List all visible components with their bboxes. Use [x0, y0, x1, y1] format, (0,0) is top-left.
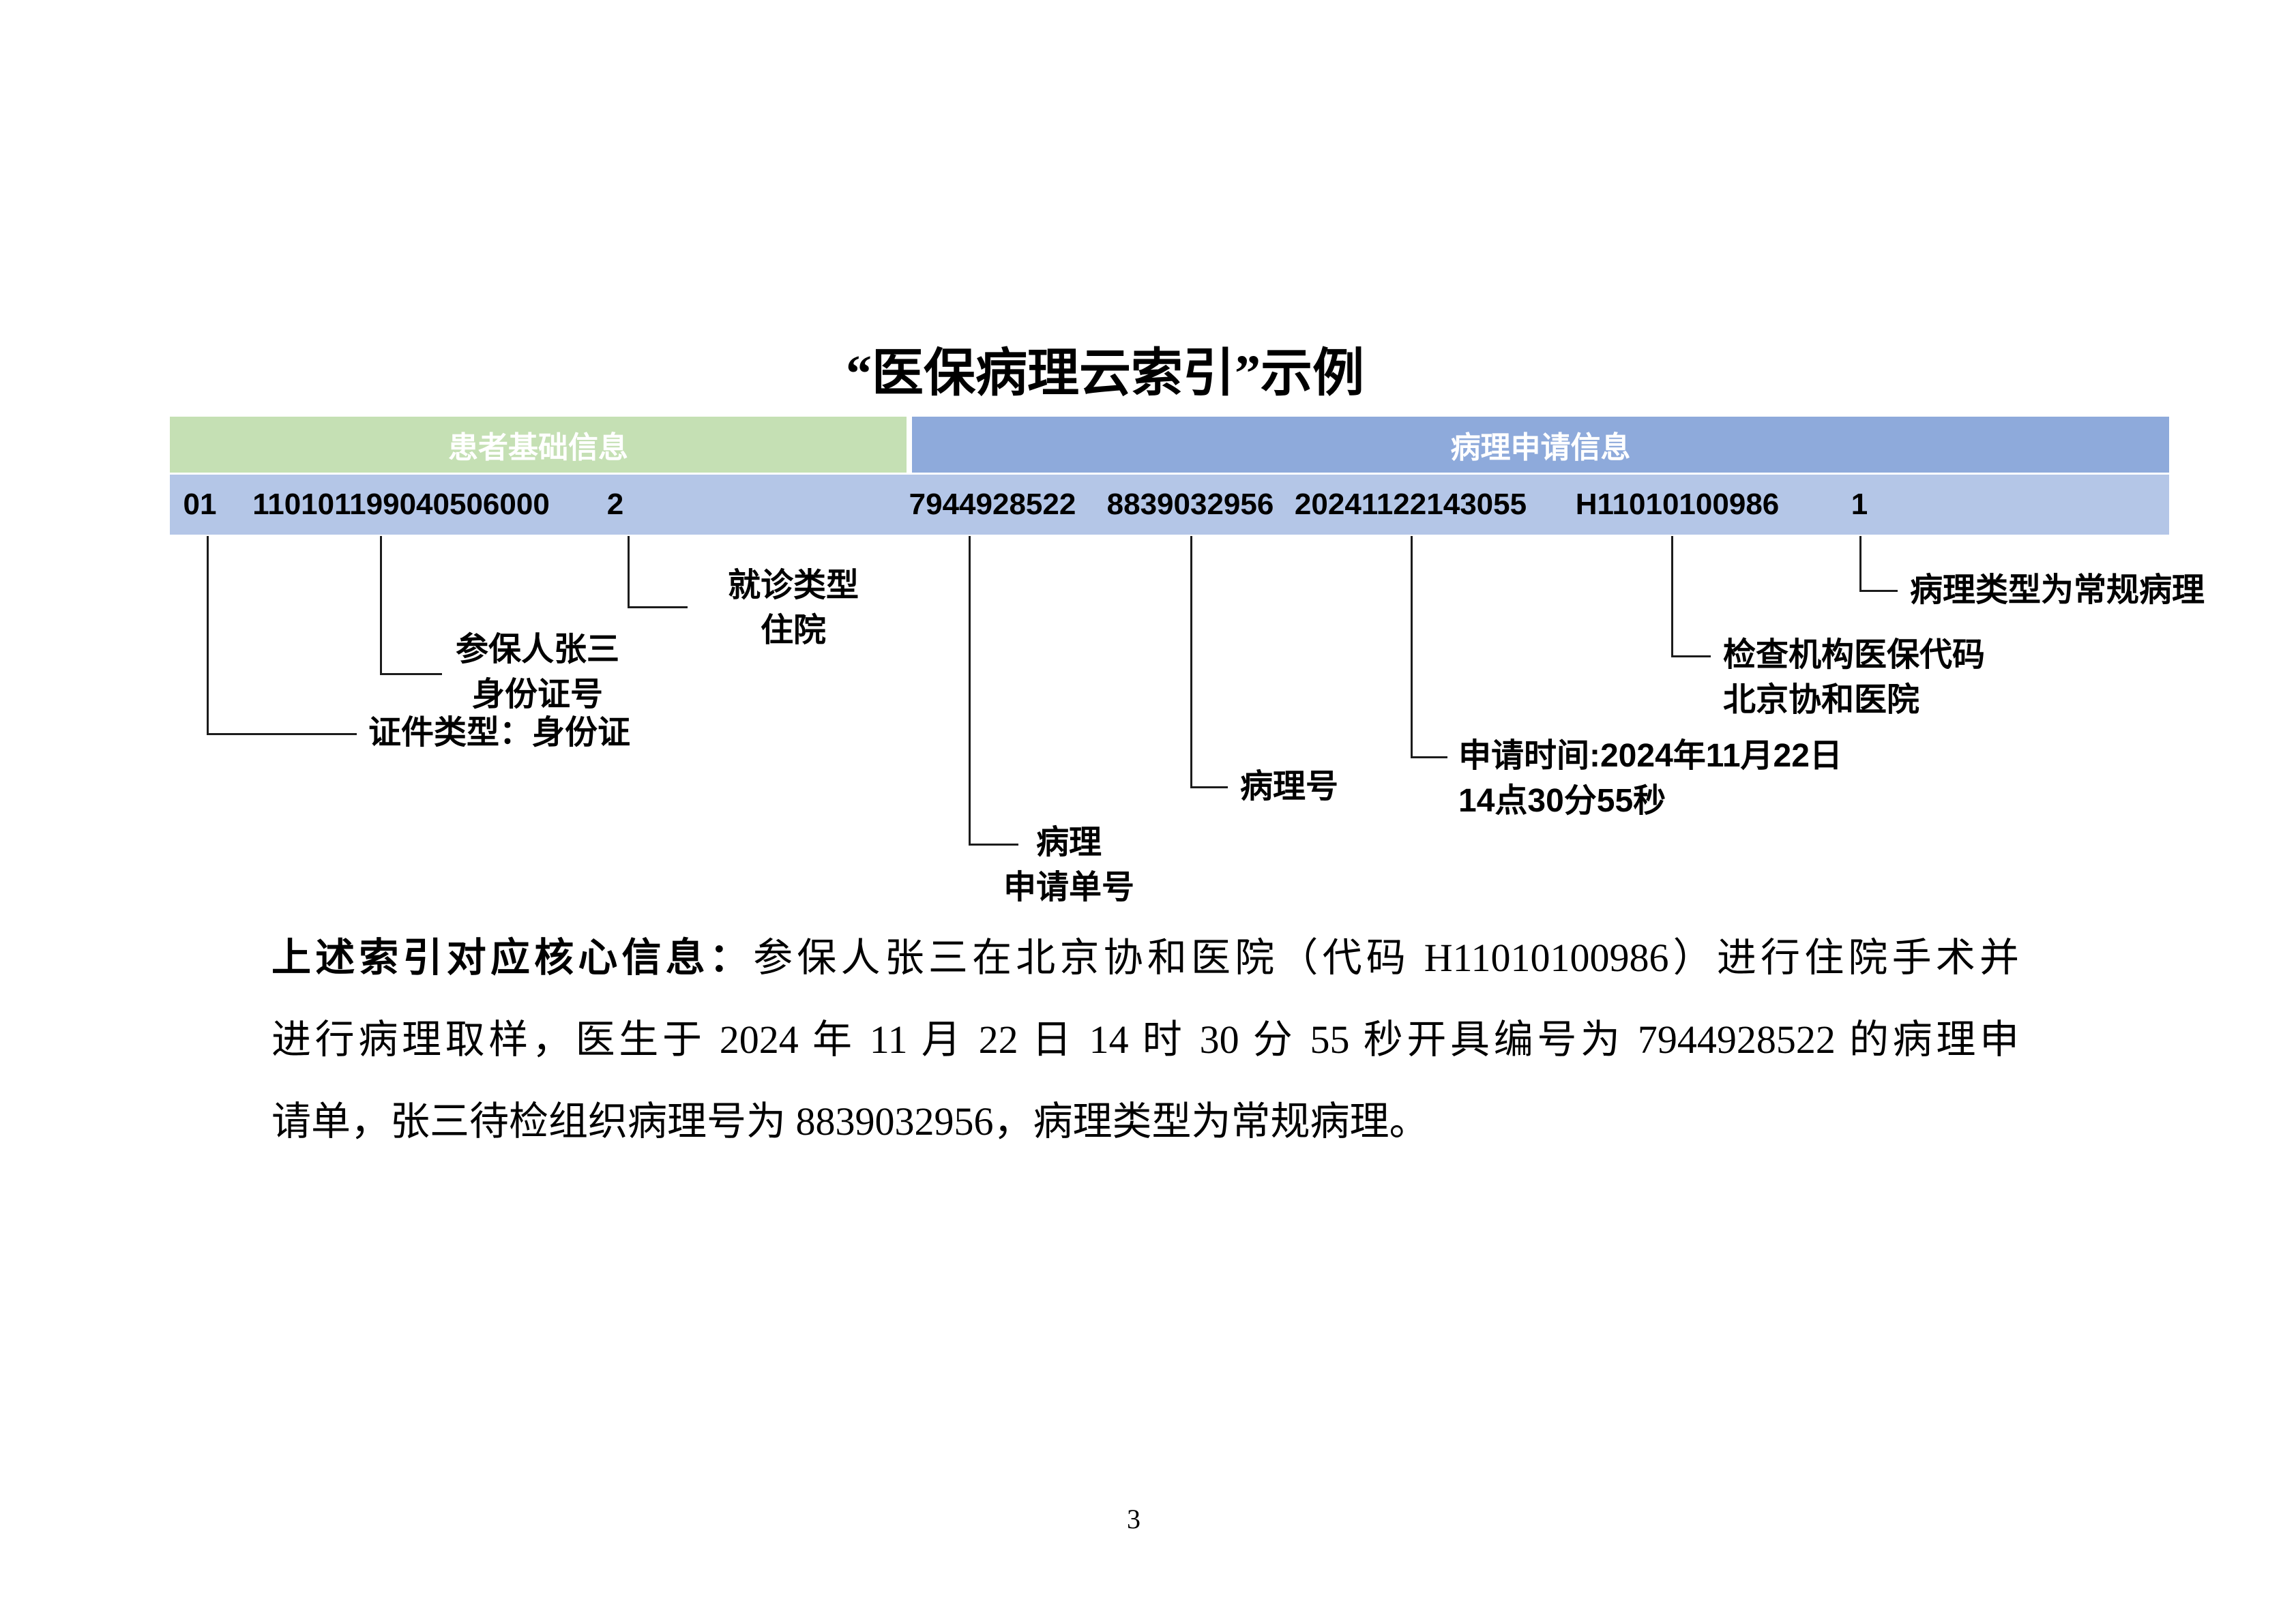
index-data-row — [170, 475, 2169, 535]
callout-application-no-label-line2: 申请单号 — [1003, 869, 1135, 906]
value-id-number: 110101199040506000 — [252, 488, 550, 521]
callout-id-number-line-vertical — [380, 536, 382, 675]
callout-institution-code-line-vertical — [1671, 536, 1673, 657]
callout-cert-type-label: 证件类型：身份证 — [368, 711, 630, 756]
pathology-request-group-header: 病理申请信息 — [912, 417, 2169, 473]
callout-application-time-label-line2: 14点30分55秒 — [1458, 783, 1666, 819]
value-pathology-no: 8839032956 — [1106, 488, 1274, 521]
callout-id-number-label-line2: 身份证号 — [471, 676, 604, 713]
summary-line-2: 进行病理取样，医生于 2024 年 11 月 22 日 14 时 30 分 55… — [271, 1017, 2019, 1062]
callout-pathology-no-line-horizontal — [1190, 786, 1228, 788]
patient-info-group-header: 患者基础信息 — [170, 417, 907, 473]
callout-cert-type-line-horizontal — [207, 733, 357, 735]
callout-institution-code-label-line2: 北京协和医院 — [1723, 682, 1920, 718]
summary-lead: 上述索引对应核心信息： — [271, 936, 754, 980]
callout-application-time-line-vertical — [1411, 536, 1413, 758]
callout-application-time-line-horizontal — [1411, 756, 1447, 758]
callout-pathology-type-label: 病理类型为常规病理 — [1910, 568, 2205, 613]
callout-pathology-no-line-vertical — [1190, 536, 1192, 788]
patient-info-group-label: 患者基础信息 — [448, 431, 628, 464]
summary-line-1-text: 参保人张三在北京协和医院（代码 H11010100986）进行住院手术并 — [753, 936, 2019, 980]
callout-visit-type-label: 就诊类型 住院 — [728, 563, 859, 653]
callout-id-number-label-line1: 参保人张三 — [455, 631, 620, 668]
callout-institution-code-label: 检查机构医保代码 北京协和医院 — [1723, 633, 1985, 723]
callout-application-time-label: 申请时间:2024年11月22日 14点30分55秒 — [1458, 734, 1842, 824]
callout-id-number-label: 参保人张三 身份证号 — [456, 627, 619, 717]
callout-institution-code-line-horizontal — [1671, 655, 1711, 657]
value-application-time: 20241122143055 — [1294, 488, 1527, 521]
callout-visit-type-label-line2: 住院 — [760, 612, 827, 649]
callout-application-no-line-vertical — [969, 536, 971, 846]
value-institution-code: H11010100986 — [1575, 488, 1780, 521]
value-application-no: 7944928522 — [909, 488, 1076, 521]
callout-pathology-type-line-horizontal — [1859, 590, 1898, 592]
summary-paragraph: 上述索引对应核心信息：参保人张三在北京协和医院（代码 H11010100986）… — [271, 917, 2019, 1163]
callout-visit-type-label-line1: 就诊类型 — [727, 567, 859, 604]
callout-visit-type-line-horizontal — [628, 606, 688, 608]
summary-line-1: 上述索引对应核心信息：参保人张三在北京协和医院（代码 H11010100986）… — [271, 917, 2019, 999]
callout-application-time-label-line1: 申请时间:2024年11月22日 — [1458, 738, 1842, 774]
callout-cert-type-line-vertical — [207, 536, 209, 735]
callout-application-no-label-line1: 病理 — [1035, 824, 1102, 861]
callout-pathology-no-label: 病理号 — [1240, 764, 1338, 809]
value-pathology-type: 1 — [1851, 488, 1868, 521]
callout-application-no-label: 病理 申请单号 — [1003, 820, 1134, 910]
callout-cert-type-label-line: 证件类型：身份证 — [368, 715, 631, 751]
callout-pathology-type-label-line: 病理类型为常规病理 — [1910, 572, 2205, 608]
callout-visit-type-line-vertical — [628, 536, 630, 608]
summary-line-3: 请单，张三待检组织病理号为 8839032956，病理类型为常规病理。 — [271, 1099, 1429, 1144]
page-title: “医保病理云索引”示例 — [846, 345, 1364, 402]
callout-institution-code-label-line1: 检查机构医保代码 — [1723, 637, 1986, 673]
value-cert-type: 01 — [183, 488, 217, 521]
callout-pathology-no-label-line: 病理号 — [1240, 769, 1339, 805]
page-number: 3 — [1127, 1504, 1140, 1534]
callout-id-number-line-horizontal — [380, 673, 442, 675]
pathology-request-group-label: 病理申请信息 — [1450, 431, 1631, 464]
callout-pathology-type-line-vertical — [1859, 536, 1861, 592]
callout-application-no-line-horizontal — [969, 844, 1018, 846]
value-visit-type: 2 — [606, 488, 624, 521]
